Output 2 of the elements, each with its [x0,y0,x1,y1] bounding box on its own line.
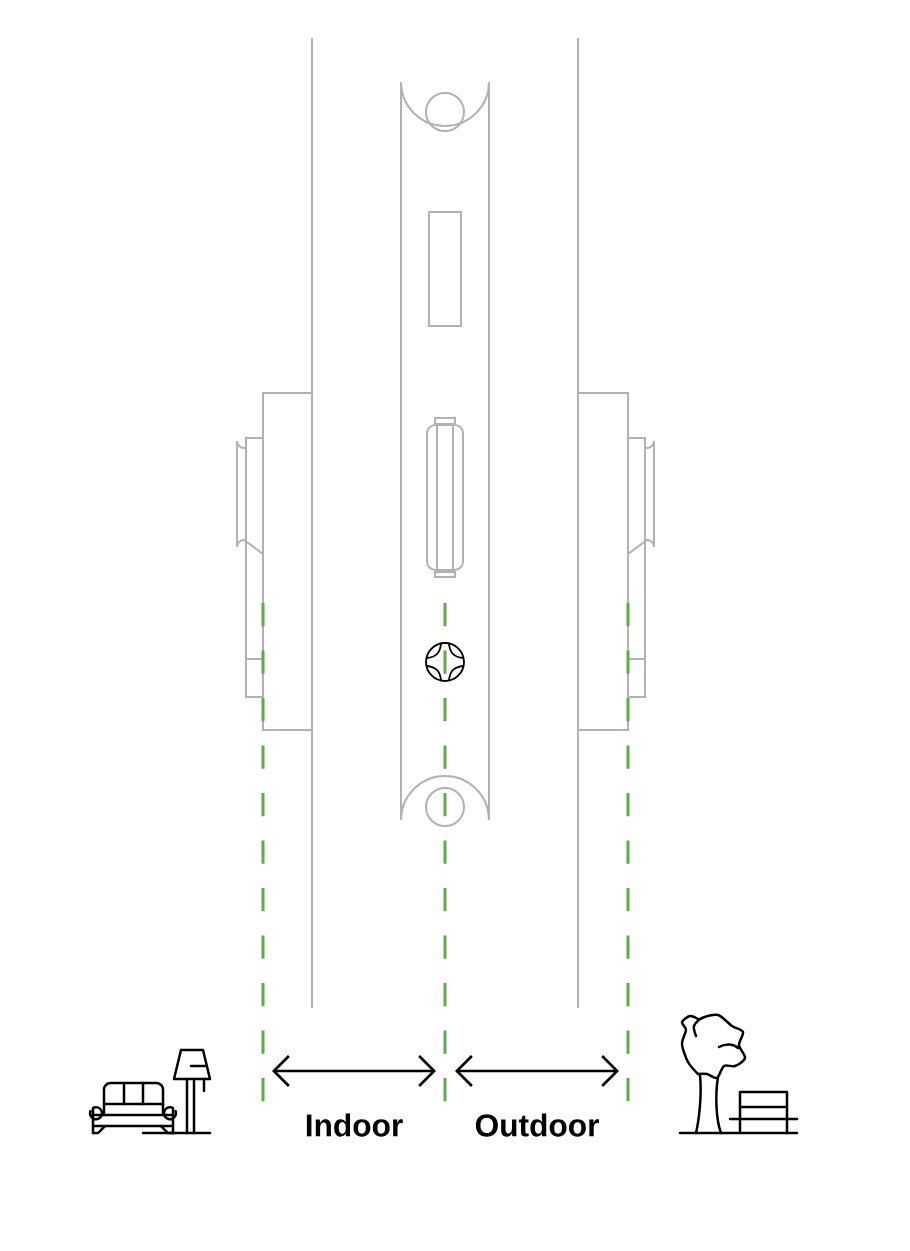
dimension-label: Outdoor [475,1113,599,1137]
dimension-label: Indoor [306,1113,403,1137]
